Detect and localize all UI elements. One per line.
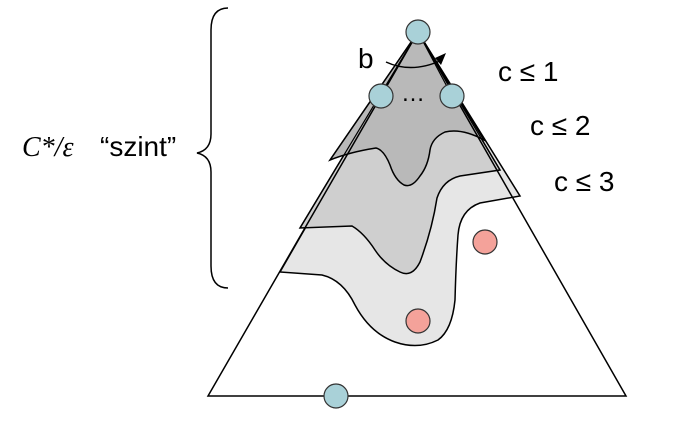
level-word-label: “szint”: [100, 131, 176, 162]
start-node: [405, 19, 431, 45]
sibling-ellipsis: …: [401, 80, 425, 107]
frontier-node-red: [472, 229, 498, 255]
search-tree-triangle: [206, 30, 628, 397]
level-math-label: C*/ε: [22, 132, 74, 163]
branching-factor-arrowhead: [435, 53, 446, 65]
cost-bound-c2: c ≤ 2: [530, 110, 591, 141]
cost-bound-c3: c ≤ 3: [554, 166, 615, 197]
frontier-node-red: [405, 308, 431, 334]
branching-factor-arc: [385, 59, 443, 69]
child-node-right: [439, 83, 465, 109]
child-node-left: [368, 83, 394, 109]
contour-band-c1: [327, 30, 487, 187]
goal-node: [323, 383, 349, 409]
branching-factor-label: b: [358, 43, 374, 74]
cost-bound-c1: c ≤ 1: [498, 56, 559, 87]
level-brace: [196, 7, 229, 289]
